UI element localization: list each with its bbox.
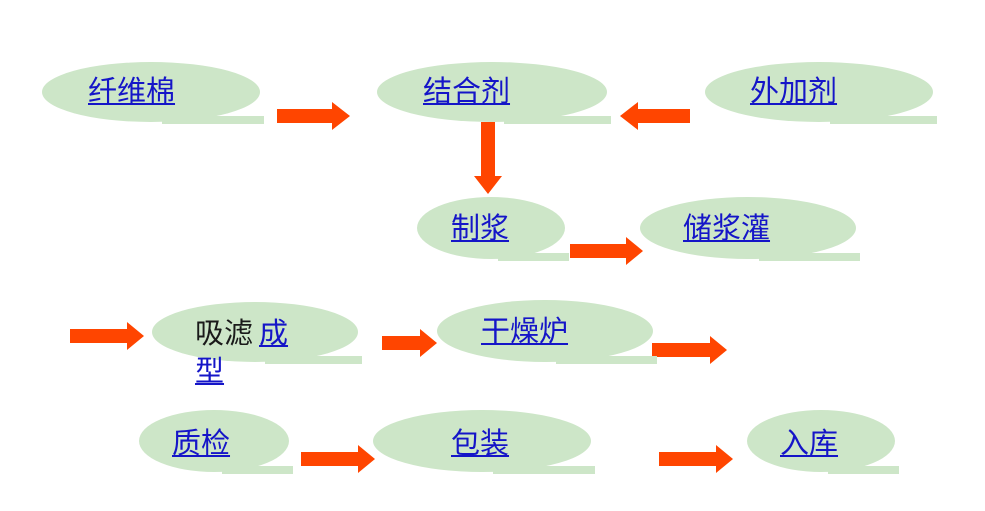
node-fiber: 纤维棉 (42, 62, 264, 124)
forming-text-part1: 吸滤 (195, 316, 254, 350)
link-forming-part2[interactable]: 成 (259, 316, 289, 350)
link-warehouse[interactable]: 入库 (780, 426, 839, 460)
link-packing[interactable]: 包装 (451, 426, 510, 460)
arrow-into-forming (70, 322, 144, 350)
node-packing: 包装 (373, 410, 595, 474)
node-additive: 外加剂 (705, 62, 937, 124)
arrow-pulping-to-storage (570, 237, 643, 265)
node-pulping: 制浆 (417, 197, 569, 261)
arrow-additive-to-binder (620, 102, 690, 130)
node-warehouse: 入库 (747, 410, 899, 474)
link-dryer[interactable]: 干燥炉 (481, 314, 569, 348)
node-inspection: 质检 (139, 410, 293, 474)
arrow-dryer-out (652, 336, 727, 364)
node-dryer: 干燥炉 (437, 300, 657, 364)
node-storage: 储浆灌 (640, 197, 860, 261)
link-additive[interactable]: 外加剂 (750, 74, 838, 108)
link-fiber[interactable]: 纤维棉 (88, 74, 176, 108)
arrow-forming-to-dryer (382, 329, 437, 357)
link-pulping[interactable]: 制浆 (451, 211, 510, 245)
node-binder: 结合剂 (377, 62, 611, 124)
link-binder[interactable]: 结合剂 (423, 74, 511, 108)
arrow-binder-to-pulping (474, 122, 502, 194)
arrow-fiber-to-binder (277, 102, 350, 130)
link-storage[interactable]: 储浆灌 (683, 211, 771, 245)
arrow-inspection-to-packing (301, 445, 375, 473)
link-inspection[interactable]: 质检 (172, 426, 231, 460)
node-forming (152, 302, 362, 364)
link-forming-part3[interactable]: 型 (195, 354, 225, 388)
arrow-packing-to-warehouse (659, 445, 733, 473)
